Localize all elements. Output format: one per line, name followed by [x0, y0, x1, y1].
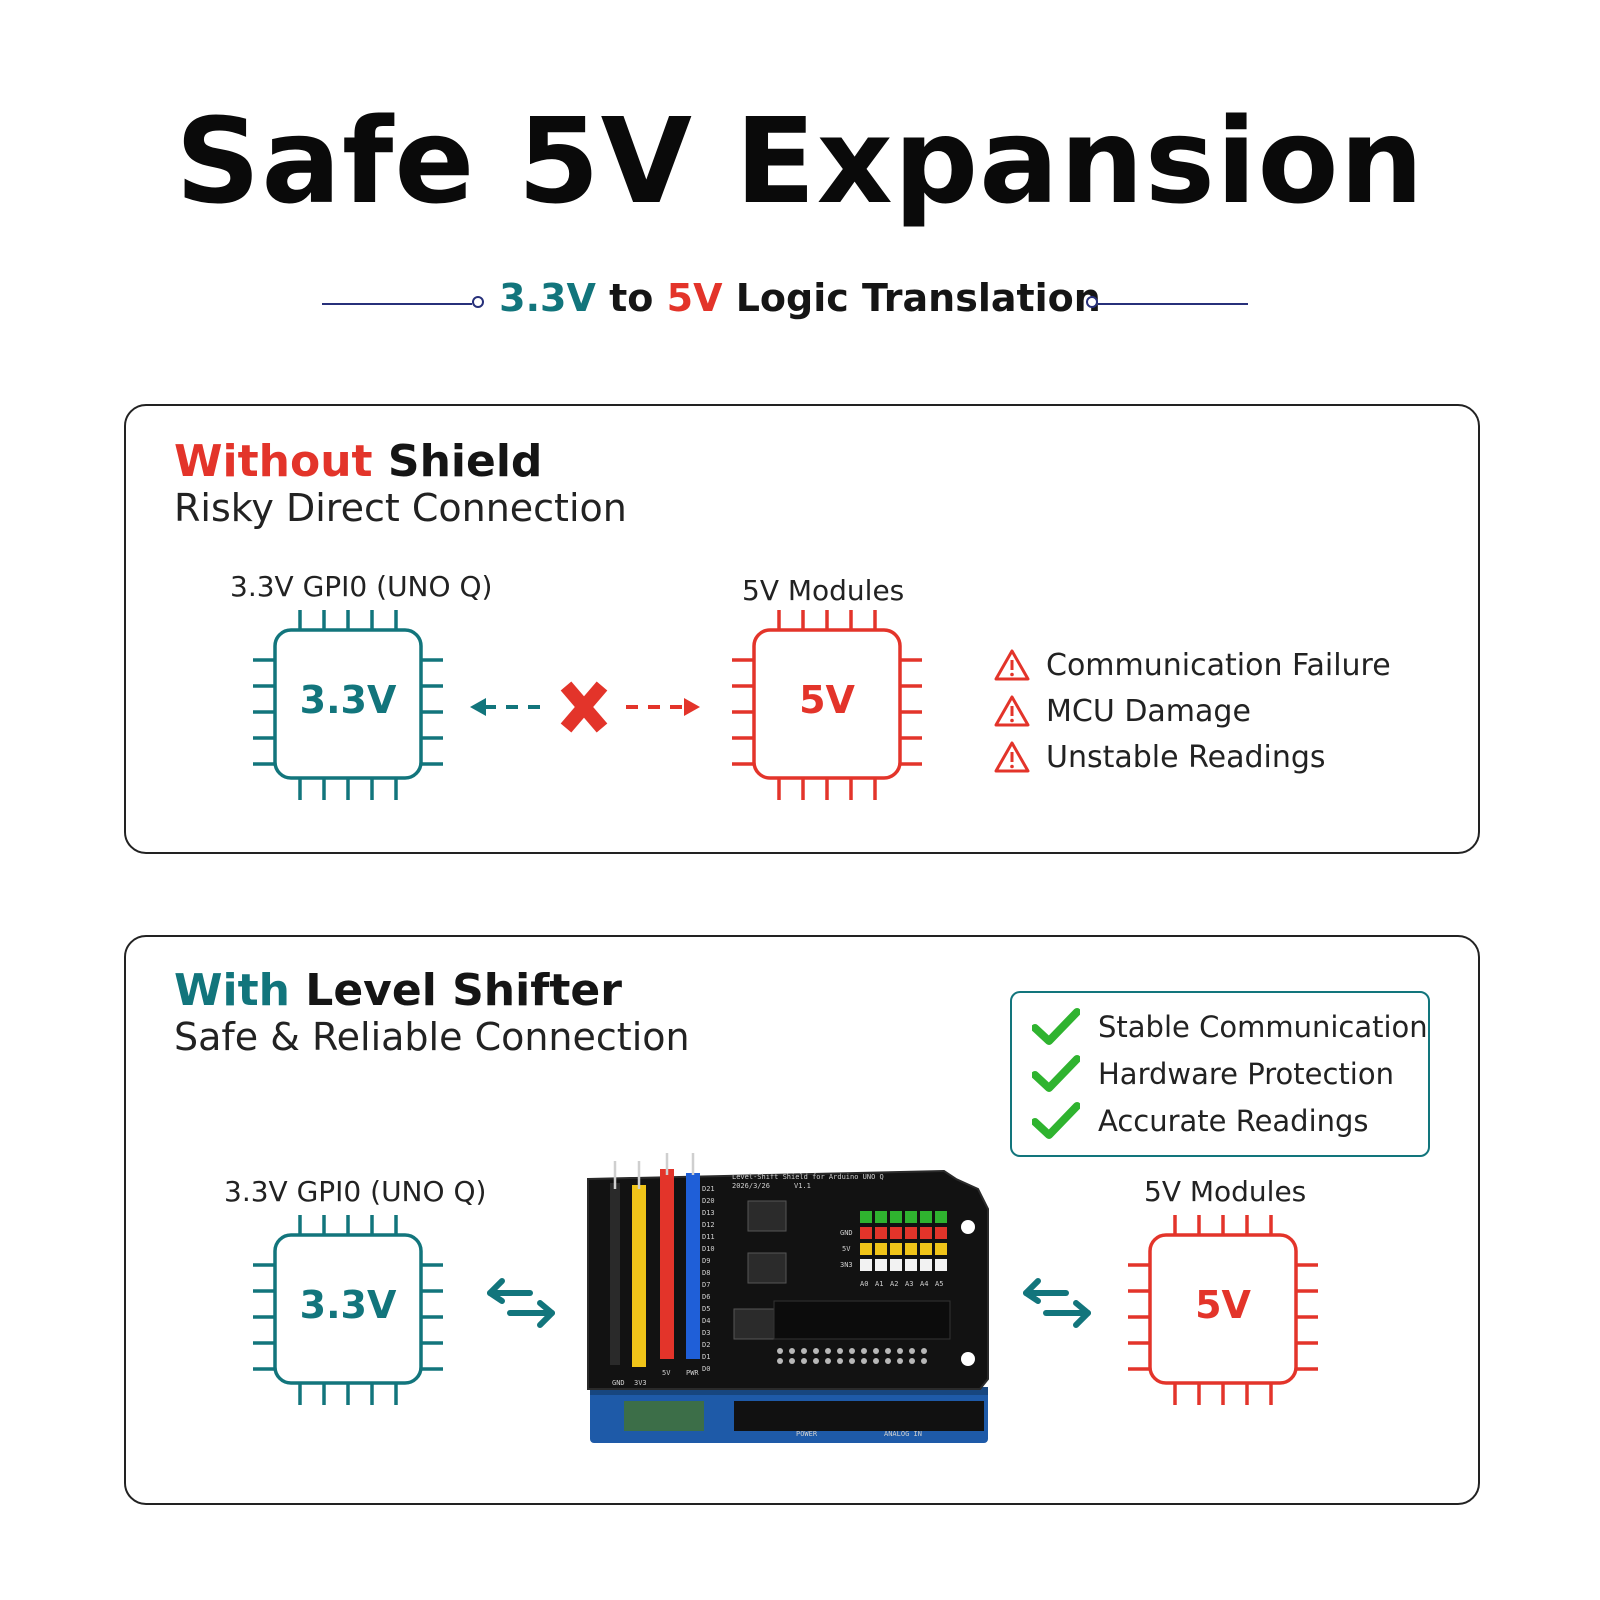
with-left-chip-text: 3.3V — [299, 1283, 397, 1327]
benefits-box: Stable Communication Hardware Protection… — [1010, 991, 1430, 1157]
red-x-icon — [470, 681, 700, 733]
svg-text:PWR: PWR — [686, 1369, 699, 1377]
svg-text:A1: A1 — [875, 1280, 883, 1288]
chip-outline-icon — [253, 610, 443, 800]
with-heading-rest: Level Shifter — [289, 965, 622, 1016]
without-subheading: Risky Direct Connection — [174, 486, 627, 530]
svg-text:V1.1: V1.1 — [794, 1182, 811, 1190]
svg-text:D10: D10 — [702, 1245, 715, 1253]
subtitle-voltage-low: 3.3V — [499, 276, 596, 320]
green-checkmark-icon — [1032, 1007, 1080, 1045]
benefit-text: Hardware Protection — [1098, 1056, 1394, 1091]
svg-text:GND: GND — [612, 1379, 625, 1387]
without-left-chip-label: 3.3V GPI0 (UNO Q) — [230, 570, 493, 603]
svg-text:D5: D5 — [702, 1305, 710, 1313]
subtitle: 3.3V to 5V Logic Translation — [0, 276, 1600, 320]
svg-text:POWER: POWER — [796, 1430, 818, 1438]
with-right-chip-text: 5V — [1195, 1283, 1251, 1327]
svg-text:D3: D3 — [702, 1329, 710, 1337]
subtitle-rest: Logic Translation — [722, 276, 1101, 320]
svg-text:3V3: 3V3 — [634, 1379, 647, 1387]
without-right-chip-label: 5V Modules — [742, 574, 905, 607]
svg-text:D7: D7 — [702, 1281, 710, 1289]
svg-text:3N3: 3N3 — [840, 1261, 853, 1269]
without-heading: Without Shield — [174, 436, 542, 487]
benefit-item: Accurate Readings — [1012, 1097, 1428, 1144]
warning-list: Communication Failure MCU Damage Unstabl… — [994, 642, 1391, 780]
subtitle-to: to — [595, 276, 667, 320]
svg-text:A4: A4 — [920, 1280, 928, 1288]
svg-text:D6: D6 — [702, 1293, 710, 1301]
svg-text:2026/3/26: 2026/3/26 — [732, 1182, 770, 1190]
without-right-chip: 5V — [732, 608, 922, 804]
without-left-chip: 3.3V — [253, 608, 443, 804]
page-title: Safe 5V Expansion — [175, 92, 1425, 230]
without-heading-colored: Without — [174, 436, 373, 487]
warning-text: Communication Failure — [1046, 647, 1391, 683]
subtitle-rule-left-dot — [472, 296, 484, 308]
svg-text:D4: D4 — [702, 1317, 710, 1325]
with-heading: With Level Shifter — [174, 965, 622, 1016]
with-right-chip: 5V — [1128, 1213, 1318, 1409]
svg-text:D13: D13 — [702, 1209, 715, 1217]
subtitle-rule-right — [1098, 303, 1248, 305]
benefit-text: Stable Communication — [1098, 1009, 1428, 1044]
svg-text:D2: D2 — [702, 1341, 710, 1349]
warning-triangle-icon — [994, 695, 1030, 727]
svg-text:D0: D0 — [702, 1365, 710, 1373]
without-heading-rest: Shield — [372, 436, 543, 487]
benefit-text: Accurate Readings — [1098, 1103, 1369, 1138]
with-left-chip: 3.3V — [253, 1213, 443, 1409]
warning-triangle-icon — [994, 741, 1030, 773]
warning-item: Unstable Readings — [994, 734, 1391, 780]
with-level-shifter-panel: With Level Shifter Safe & Reliable Conne… — [124, 935, 1480, 1505]
warning-item: MCU Damage — [994, 688, 1391, 734]
benefits-list: Stable Communication Hardware Protection… — [1012, 1003, 1428, 1144]
warning-triangle-icon — [994, 649, 1030, 681]
svg-text:D8: D8 — [702, 1269, 710, 1277]
with-subheading: Safe & Reliable Connection — [174, 1015, 690, 1059]
bidirectional-arrows-icon — [1023, 1278, 1091, 1328]
level-shifter-board-image: Level-Shift Shield for Arduino UNO Q 202… — [587, 1153, 989, 1443]
chip-outline-icon — [1128, 1215, 1318, 1405]
subtitle-rule-right-dot — [1086, 296, 1098, 308]
with-heading-colored: With — [174, 965, 290, 1016]
svg-text:A3: A3 — [905, 1280, 913, 1288]
subtitle-row: 3.3V to 5V Logic Translation — [0, 270, 1600, 330]
subtitle-voltage-high: 5V — [666, 276, 723, 320]
svg-text:A2: A2 — [890, 1280, 898, 1288]
svg-text:A0: A0 — [860, 1280, 868, 1288]
bidirectional-arrows-icon — [487, 1278, 555, 1328]
chip-outline-icon — [253, 1215, 443, 1405]
with-right-chip-label: 5V Modules — [1144, 1175, 1307, 1208]
benefit-item: Hardware Protection — [1012, 1050, 1428, 1097]
svg-text:A5: A5 — [935, 1280, 943, 1288]
svg-text:GND: GND — [840, 1229, 853, 1237]
with-left-chip-label: 3.3V GPI0 (UNO Q) — [224, 1175, 487, 1208]
subtitle-rule-left — [322, 303, 472, 305]
benefit-item: Stable Communication — [1012, 1003, 1428, 1050]
svg-text:5V: 5V — [662, 1369, 671, 1377]
without-right-chip-text: 5V — [799, 678, 855, 722]
svg-text:5V: 5V — [842, 1245, 851, 1253]
svg-text:D11: D11 — [702, 1233, 715, 1241]
svg-text:D21: D21 — [702, 1185, 715, 1193]
green-checkmark-icon — [1032, 1054, 1080, 1092]
svg-text:D20: D20 — [702, 1197, 715, 1205]
svg-text:Level-Shift Shield for Arduino: Level-Shift Shield for Arduino UNO Q — [732, 1173, 884, 1181]
without-left-chip-text: 3.3V — [299, 678, 397, 722]
green-checkmark-icon — [1032, 1101, 1080, 1139]
warning-item: Communication Failure — [994, 642, 1391, 688]
svg-text:D1: D1 — [702, 1353, 710, 1361]
svg-text:ANALOG IN: ANALOG IN — [884, 1430, 922, 1438]
chip-outline-icon — [732, 610, 922, 800]
warning-text: MCU Damage — [1046, 693, 1251, 729]
svg-text:D9: D9 — [702, 1257, 710, 1265]
without-shield-panel: Without Shield Risky Direct Connection 3… — [124, 404, 1480, 854]
warning-text: Unstable Readings — [1046, 739, 1326, 775]
svg-text:D12: D12 — [702, 1221, 715, 1229]
